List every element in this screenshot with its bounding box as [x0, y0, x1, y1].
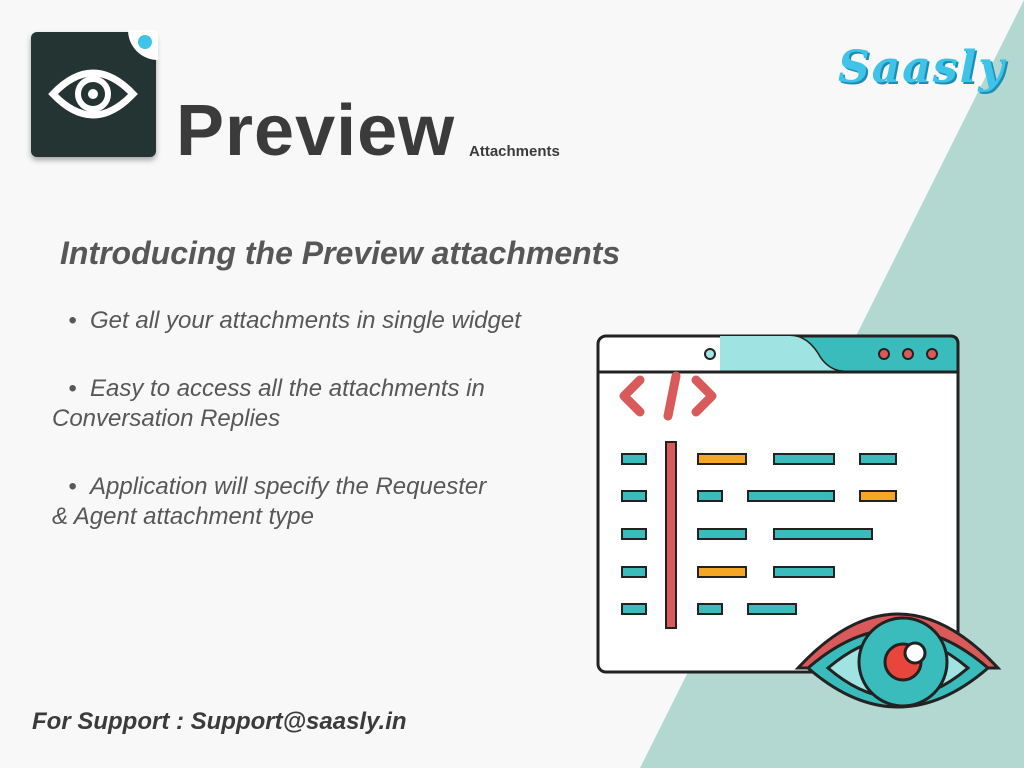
- badge-icon: [138, 35, 152, 49]
- feature-item: • Application will specify the Requester…: [52, 473, 487, 530]
- feature-item: • Easy to access all the attachments in …: [52, 375, 485, 432]
- browser-window-icon: [596, 334, 1002, 709]
- code-icon: [619, 371, 717, 421]
- app-badge: [128, 30, 158, 60]
- feature-text-continued: Conversation Replies: [52, 405, 281, 432]
- app-subtitle: Attachments: [469, 143, 560, 160]
- intro-heading: Introducing the Preview attachments: [60, 235, 621, 271]
- brand-logo: Saasly: [838, 42, 1006, 93]
- feature-text: Application will specify the Requester: [90, 473, 487, 500]
- feature-text: Easy to access all the attachments in: [90, 375, 485, 402]
- feature-item: • Get all your attachments in single wid…: [68, 307, 521, 334]
- eye-icon: [794, 612, 1002, 709]
- app-title: Preview: [176, 91, 456, 171]
- support-email: For Support : Support@saasly.in: [32, 708, 407, 735]
- app-icon: [31, 30, 158, 157]
- eye-icon: [48, 69, 138, 119]
- feature-text-continued: & Agent attachment type: [52, 503, 314, 530]
- feature-text: Get all your attachments in single widge…: [90, 307, 521, 334]
